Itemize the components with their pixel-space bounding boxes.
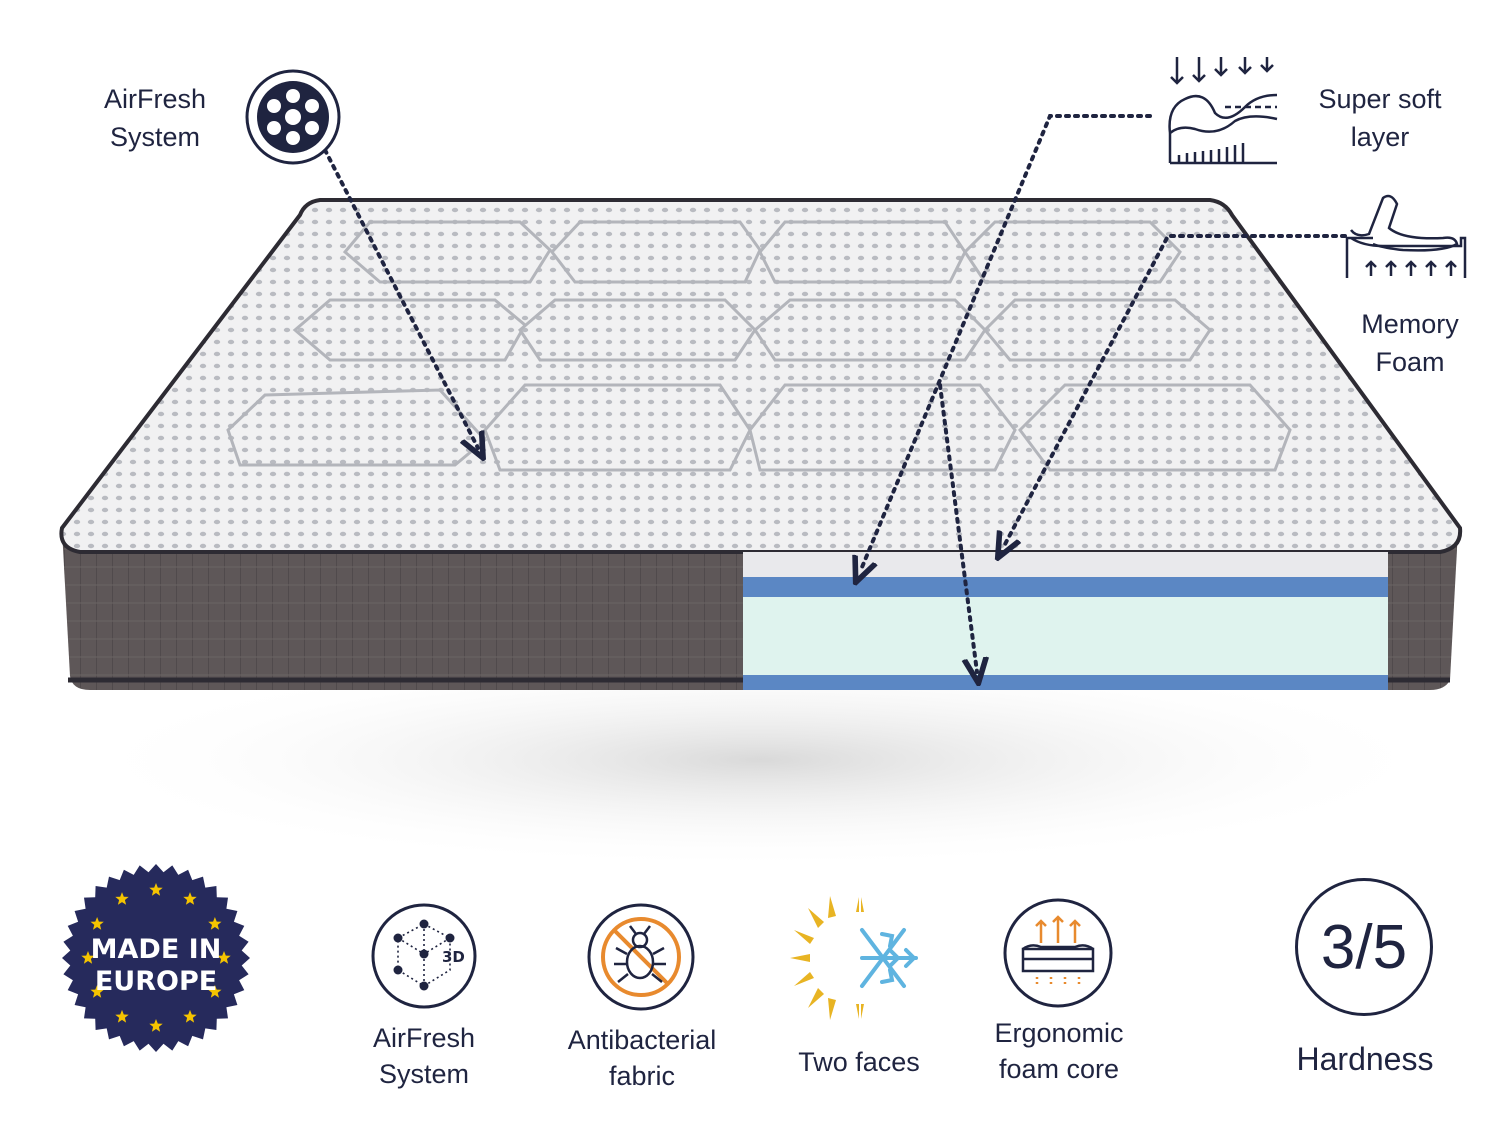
3d-airfresh-icon: 3D — [370, 902, 478, 1010]
badge-line2: EUROPE — [95, 966, 217, 997]
foam-core-icon — [1001, 897, 1115, 1009]
badge-star — [149, 883, 163, 896]
airfresh-callout-label: AirFresh System — [80, 80, 230, 156]
feature-two-faces-line1: Two faces — [798, 1047, 920, 1077]
feature-airfresh-line1: AirFresh — [372, 1023, 475, 1053]
feature-foam-core-line2: foam core — [998, 1054, 1120, 1084]
memory-foam-callout-line2: Foam — [1375, 347, 1445, 377]
badge-star — [90, 985, 104, 998]
floor-shadow — [70, 650, 1450, 870]
airfresh-callout-line1: AirFresh — [103, 84, 206, 114]
badge-star — [217, 951, 231, 964]
super-soft-callout-label: Super soft layer — [1300, 80, 1460, 156]
antibacterial-icon — [586, 902, 696, 1012]
badge-star — [208, 917, 222, 930]
feature-antibacterial-line1: Antibacterial — [567, 1025, 717, 1055]
badge-star — [115, 1009, 129, 1023]
hardness-label: Hardness — [1296, 1041, 1434, 1077]
badge-star — [183, 892, 197, 905]
feature-foam-core-label: Ergonomic foam core — [974, 1015, 1144, 1087]
super-soft-callout-line2: layer — [1350, 122, 1410, 152]
sun-snowflake-icon — [786, 890, 920, 1026]
super-soft-callout-line1: Super soft — [1318, 84, 1442, 114]
memory-foam-icon — [1343, 190, 1468, 280]
cross-section — [743, 552, 1388, 690]
3d-icon-text: 3D — [442, 948, 465, 966]
badge-star — [115, 892, 129, 905]
badge-star — [183, 1009, 197, 1023]
badge-star — [208, 985, 222, 998]
eu-stars-badge-icon: MADE IN EUROPE — [60, 862, 252, 1054]
feature-two-faces-label: Two faces — [786, 1043, 932, 1081]
callout-lines — [323, 114, 1347, 672]
airfresh-callout-line2: System — [109, 122, 201, 152]
badge-star — [149, 1019, 163, 1032]
feature-foam-core-line1: Ergonomic — [994, 1018, 1124, 1048]
feature-airfresh-label: AirFresh System — [344, 1020, 504, 1092]
badge-star — [90, 917, 104, 930]
feature-airfresh-line2: System — [378, 1059, 470, 1089]
super-soft-layer-icon — [1165, 55, 1280, 167]
feature-antibacterial-line2: fabric — [608, 1061, 676, 1091]
memory-foam-callout-line1: Memory — [1361, 309, 1459, 339]
feature-antibacterial-label: Antibacterial fabric — [556, 1022, 728, 1094]
airfresh-holes-icon — [244, 68, 342, 166]
badge-star — [81, 951, 95, 964]
hardness-badge: 3/5 — [1295, 878, 1433, 1016]
quilt-octagons — [226, 220, 1292, 472]
memory-foam-callout-label: Memory Foam — [1340, 305, 1480, 381]
badge-line1: MADE IN — [91, 934, 222, 965]
hardness-value: 3/5 — [1320, 912, 1408, 982]
